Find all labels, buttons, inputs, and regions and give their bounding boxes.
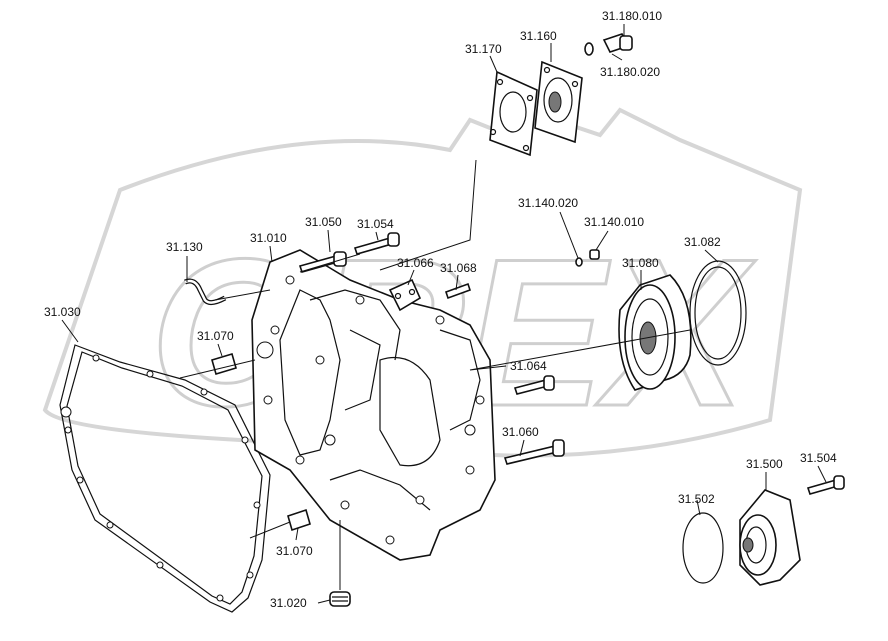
label-31-020: 31.020 bbox=[270, 596, 307, 610]
label-31-010: 31.010 bbox=[250, 231, 287, 245]
label-31-070-bottom: 31.070 bbox=[276, 544, 313, 558]
cover-31-500 bbox=[739, 489, 801, 586]
washer-31-180-020 bbox=[584, 42, 594, 56]
label-31-170: 31.170 bbox=[465, 42, 502, 56]
label-31-500: 31.500 bbox=[746, 457, 783, 471]
label-31-080: 31.080 bbox=[622, 256, 659, 270]
label-31-054: 31.054 bbox=[357, 217, 394, 231]
label-31-064: 31.064 bbox=[510, 359, 547, 373]
leader-lines bbox=[61, 24, 827, 604]
snap-ring-31-082 bbox=[689, 260, 747, 366]
callout-labels: 31.180.010 31.170 31.160 31.180.020 31.1… bbox=[44, 9, 837, 610]
plug-31-020 bbox=[329, 591, 351, 607]
label-31-140-010: 31.140.010 bbox=[584, 215, 644, 229]
gasket-31-030 bbox=[59, 344, 271, 613]
label-31-060: 31.060 bbox=[502, 425, 539, 439]
cover-31-160 bbox=[534, 60, 583, 144]
label-31-068: 31.068 bbox=[440, 261, 477, 275]
bolt-31-504 bbox=[806, 475, 845, 495]
dowel-31-070-bottom bbox=[287, 508, 311, 532]
label-31-030: 31.030 bbox=[44, 305, 81, 319]
label-31-502: 31.502 bbox=[678, 492, 715, 506]
bracket-31-066 bbox=[388, 278, 422, 312]
screw-31-180-010 bbox=[602, 33, 633, 53]
bolt-31-064 bbox=[513, 375, 555, 395]
label-31-180-010: 31.180.010 bbox=[602, 9, 662, 23]
label-31-130: 31.130 bbox=[166, 240, 203, 254]
seal-31-140-020 bbox=[575, 257, 583, 267]
bolt-31-050 bbox=[298, 251, 347, 273]
label-31-070-top: 31.070 bbox=[197, 329, 234, 343]
o-ring-31-502 bbox=[682, 512, 724, 584]
bolt-31-054 bbox=[353, 232, 400, 255]
label-31-050: 31.050 bbox=[305, 215, 342, 229]
label-31-504: 31.504 bbox=[800, 451, 837, 465]
label-31-140-020: 31.140.020 bbox=[518, 196, 578, 210]
pipe-31-130 bbox=[184, 278, 227, 306]
cover-gasket-31-170 bbox=[489, 70, 538, 157]
bolt-31-060 bbox=[503, 439, 565, 465]
housing-31-010 bbox=[251, 249, 496, 561]
label-31-160: 31.160 bbox=[520, 29, 557, 43]
label-31-066: 31.066 bbox=[397, 256, 434, 270]
label-31-082: 31.082 bbox=[684, 235, 721, 249]
label-31-180-020: 31.180.020 bbox=[600, 65, 660, 79]
bolt-31-068 bbox=[444, 282, 472, 300]
plug-31-140-010 bbox=[589, 249, 600, 260]
